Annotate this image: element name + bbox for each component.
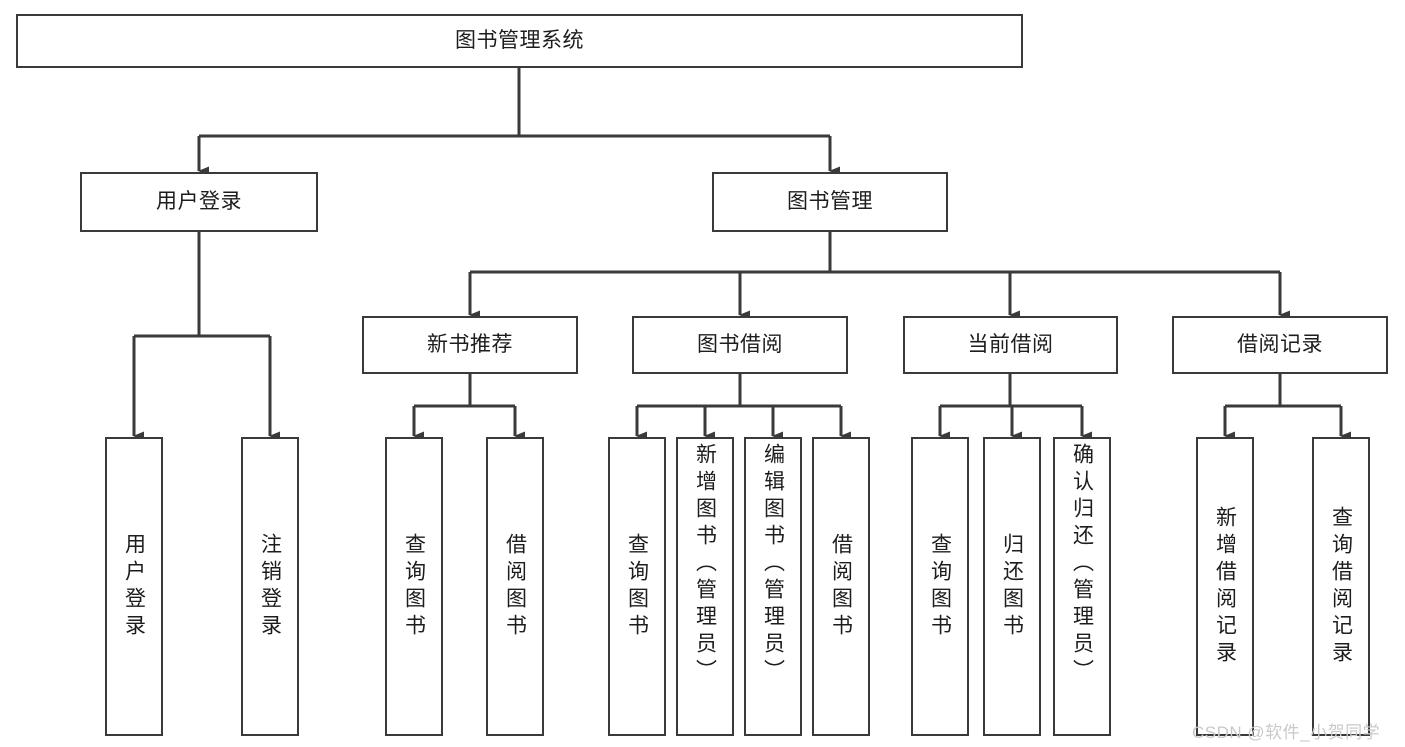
- node-level3-3[interactable]: 借阅记录: [1172, 316, 1388, 374]
- node-leaf-5[interactable]: 新增图书（管理员）: [676, 437, 734, 736]
- node-label: 查询图书: [625, 532, 649, 641]
- node-leaf-8[interactable]: 查询图书: [911, 437, 969, 736]
- node-leaf-0[interactable]: 用户登录: [105, 437, 163, 736]
- node-label: 新书推荐: [427, 333, 513, 357]
- node-level3-1[interactable]: 图书借阅: [632, 316, 848, 374]
- node-label: 查询图书: [402, 532, 426, 641]
- node-level3-0[interactable]: 新书推荐: [362, 316, 578, 374]
- node-leaf-11[interactable]: 新增借阅记录: [1196, 437, 1254, 736]
- node-label: 图书管理系统: [455, 29, 584, 53]
- node-label: 用户登录: [122, 532, 146, 641]
- node-label: 确认归还（管理员）: [1070, 443, 1094, 686]
- node-label: 新增图书（管理员）: [693, 443, 717, 686]
- node-label: 当前借阅: [967, 333, 1054, 357]
- node-leaf-2[interactable]: 查询图书: [385, 437, 443, 736]
- node-label: 归还图书: [1000, 532, 1024, 641]
- node-label: 注销登录: [258, 532, 282, 641]
- node-label: 查询借阅记录: [1329, 505, 1353, 668]
- node-leaf-12[interactable]: 查询借阅记录: [1312, 437, 1370, 736]
- node-leaf-9[interactable]: 归还图书: [983, 437, 1041, 736]
- node-label: 图书管理: [787, 190, 873, 214]
- node-root-0[interactable]: 图书管理系统: [16, 14, 1023, 68]
- node-label: 借阅图书: [829, 532, 853, 641]
- node-level2-0[interactable]: 用户登录: [80, 172, 318, 232]
- node-level3-2[interactable]: 当前借阅: [903, 316, 1118, 374]
- node-label: 用户登录: [156, 190, 242, 214]
- node-label: 编辑图书（管理员）: [761, 443, 785, 686]
- node-label: 查询图书: [928, 532, 952, 641]
- node-label: 借阅记录: [1237, 333, 1323, 357]
- node-level2-1[interactable]: 图书管理: [712, 172, 948, 232]
- node-label: 借阅图书: [503, 532, 527, 641]
- node-label: 图书借阅: [697, 333, 783, 357]
- node-leaf-4[interactable]: 查询图书: [608, 437, 666, 736]
- node-leaf-10[interactable]: 确认归还（管理员）: [1053, 437, 1111, 736]
- node-leaf-1[interactable]: 注销登录: [241, 437, 299, 736]
- node-leaf-3[interactable]: 借阅图书: [486, 437, 544, 736]
- node-leaf-6[interactable]: 编辑图书（管理员）: [744, 437, 802, 736]
- node-leaf-7[interactable]: 借阅图书: [812, 437, 870, 736]
- node-label: 新增借阅记录: [1213, 505, 1237, 668]
